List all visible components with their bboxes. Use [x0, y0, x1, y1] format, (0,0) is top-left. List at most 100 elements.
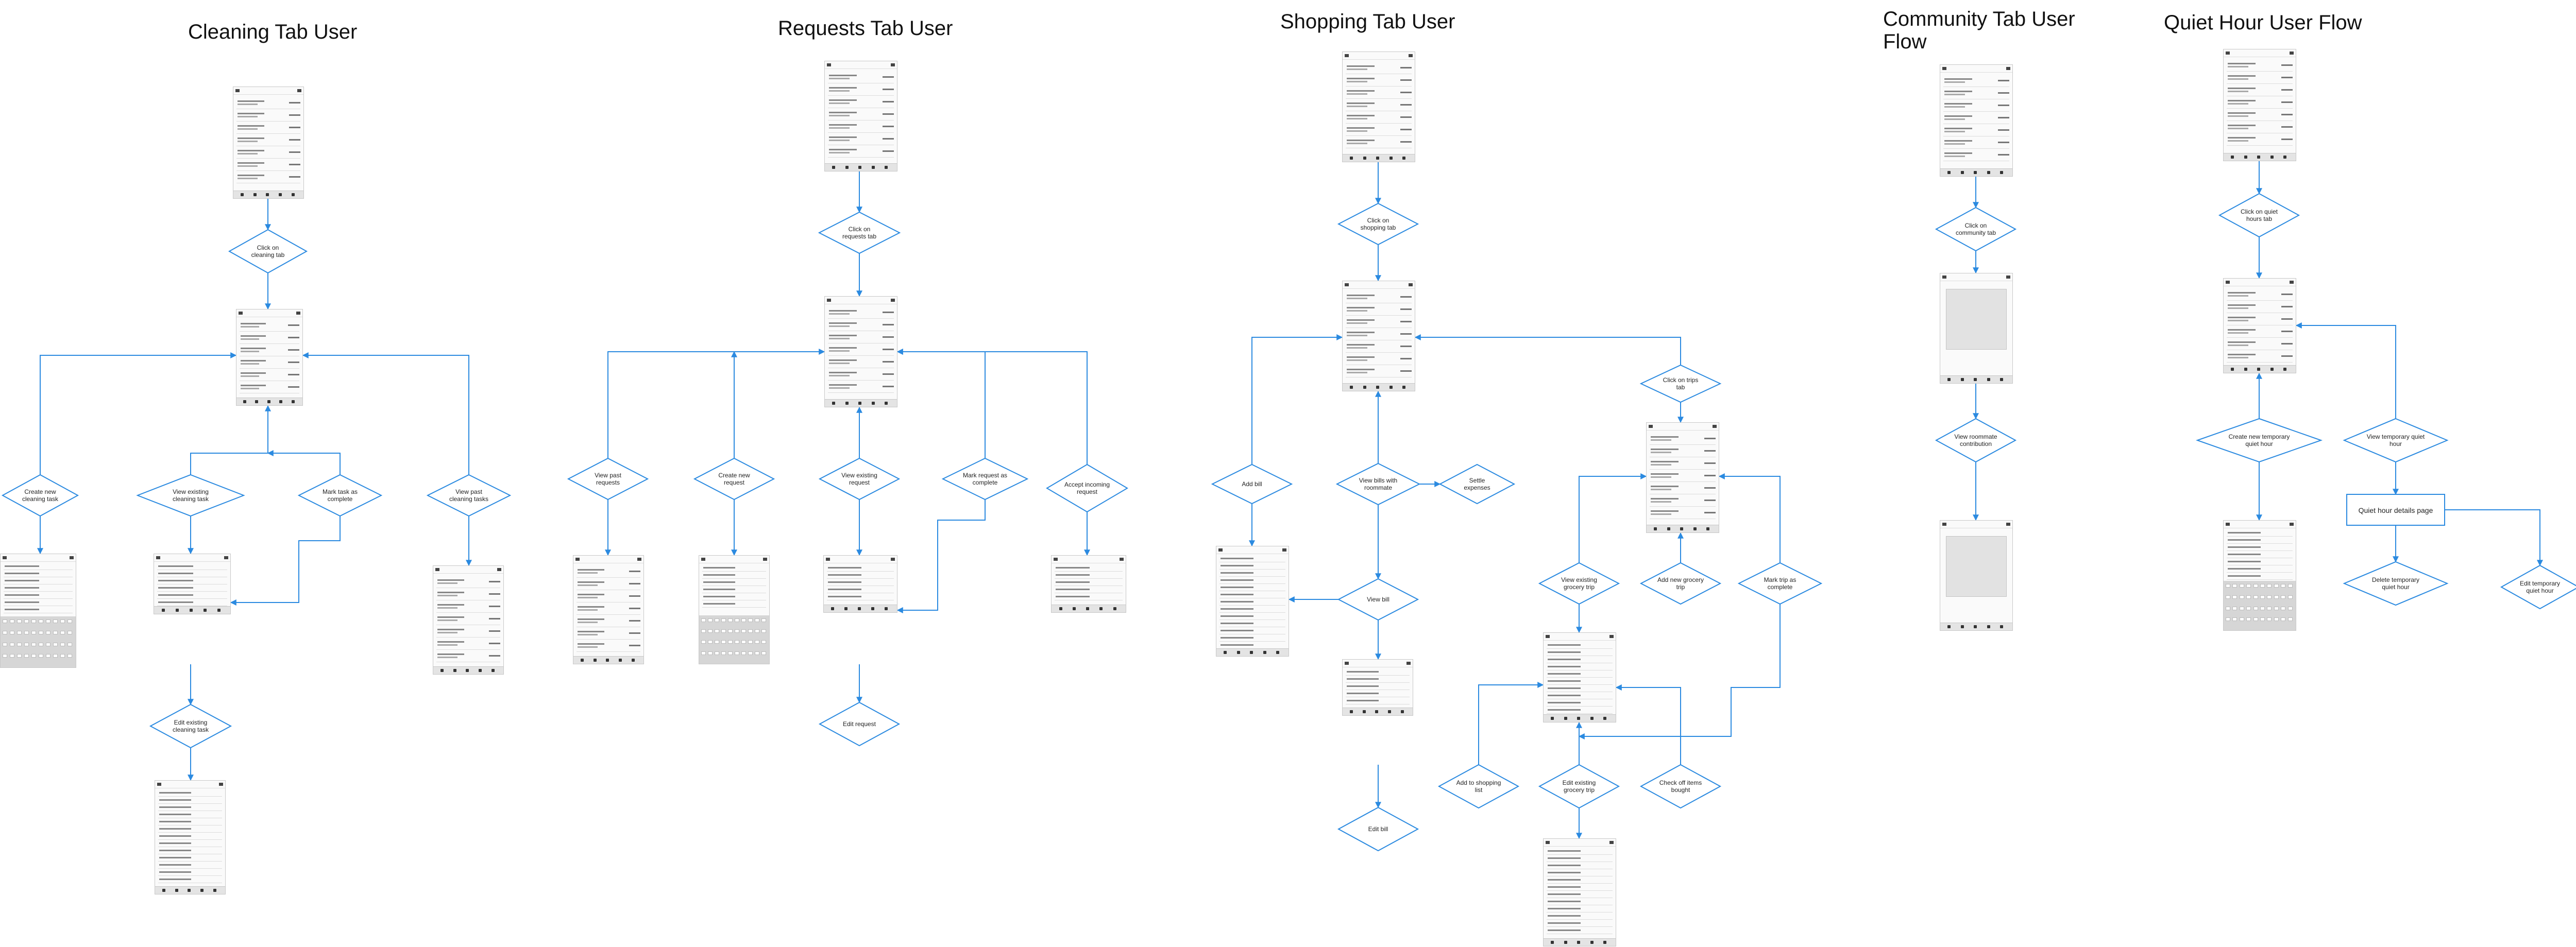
new-request-screen [699, 555, 770, 664]
row-title [2228, 317, 2256, 318]
row-title [437, 604, 465, 606]
row-subtitle [437, 582, 457, 584]
key [10, 631, 14, 635]
tab-bar [1940, 623, 2012, 630]
row-title [241, 372, 266, 374]
row-subtitle [1347, 359, 1367, 361]
key [3, 619, 7, 623]
key [39, 619, 43, 623]
row-subtitle [829, 90, 850, 92]
key [701, 640, 706, 644]
row-action [883, 138, 894, 140]
key [2274, 617, 2279, 622]
key [60, 619, 65, 623]
field-line [1547, 919, 1613, 920]
field-label [1056, 581, 1090, 583]
screen-top-bar [233, 87, 303, 95]
tab-bar-icon [632, 659, 635, 662]
cleaning-home [233, 87, 304, 199]
tab-bar-icon [619, 659, 622, 662]
row-subtitle [1944, 106, 1965, 108]
key [10, 654, 14, 658]
row-title [238, 175, 265, 176]
field-label [1347, 671, 1379, 673]
tab-bar-icon [292, 193, 295, 196]
tab-bar [1343, 154, 1415, 162]
row-action [289, 151, 300, 153]
row-divider [1650, 444, 1716, 445]
key [53, 642, 58, 646]
tab-bar [433, 666, 503, 674]
key [2253, 595, 2258, 599]
row-title [1347, 332, 1375, 333]
key [2232, 617, 2238, 622]
row-title [1651, 498, 1679, 500]
row-title [578, 594, 605, 595]
field-line [158, 875, 222, 876]
row-title [829, 322, 857, 324]
field-label [1221, 637, 1253, 639]
tab-bar-icon [1551, 941, 1554, 944]
tab-bar-icon [1402, 157, 1406, 160]
tab-bar-icon [1960, 171, 1964, 174]
field-label [1221, 558, 1253, 559]
row-divider [436, 637, 500, 638]
row-action [1400, 67, 1412, 68]
row-action [1704, 475, 1716, 476]
process-label: Quiet hour details page [2359, 506, 2433, 514]
row-subtitle [1347, 298, 1367, 299]
tab-bar-icon [2244, 156, 2247, 159]
row-action [1998, 129, 2009, 131]
row-title [1651, 473, 1679, 475]
key [24, 654, 29, 658]
row-divider [1943, 148, 2009, 149]
keyboard [1, 616, 76, 667]
tab-bar-icon [2283, 156, 2287, 159]
row-title [2228, 100, 2256, 101]
row-title [1347, 356, 1375, 358]
key [2246, 617, 2251, 622]
row-title [829, 112, 857, 113]
screen-top-bar [2224, 521, 2296, 528]
contribution-screen [1940, 520, 2013, 631]
key [67, 619, 72, 623]
row-title [1347, 127, 1375, 129]
row-divider [2227, 71, 2293, 72]
tab-bar-icon [1974, 378, 1977, 381]
row-title [829, 347, 857, 349]
key [741, 640, 746, 644]
row-title [829, 99, 857, 101]
row-action [1998, 142, 2009, 143]
tab-bar-icon [858, 607, 861, 610]
key [2267, 617, 2272, 622]
field-label [2228, 561, 2261, 562]
field-line [1346, 675, 1410, 676]
tab-bar-icon [1099, 607, 1103, 610]
title-community: Community Tab User Flow [1883, 8, 2075, 53]
tab-bar-icon [213, 889, 217, 892]
add-bill-screen [1216, 546, 1289, 657]
key [2246, 606, 2251, 610]
row-subtitle [1651, 513, 1671, 515]
row-action [2281, 318, 2293, 320]
tab-bar [825, 399, 897, 407]
screen-top-bar [1544, 839, 1616, 847]
screen-top-bar [1940, 273, 2012, 281]
row-action [1400, 129, 1412, 130]
key [2239, 606, 2244, 610]
row-divider [577, 577, 640, 578]
row-action [1400, 116, 1412, 118]
row-action [629, 608, 640, 609]
screen-top-bar [2224, 49, 2296, 57]
tab-bar-icon [1375, 710, 1379, 713]
field-label [1548, 673, 1581, 675]
tab-bar-icon [267, 400, 270, 403]
